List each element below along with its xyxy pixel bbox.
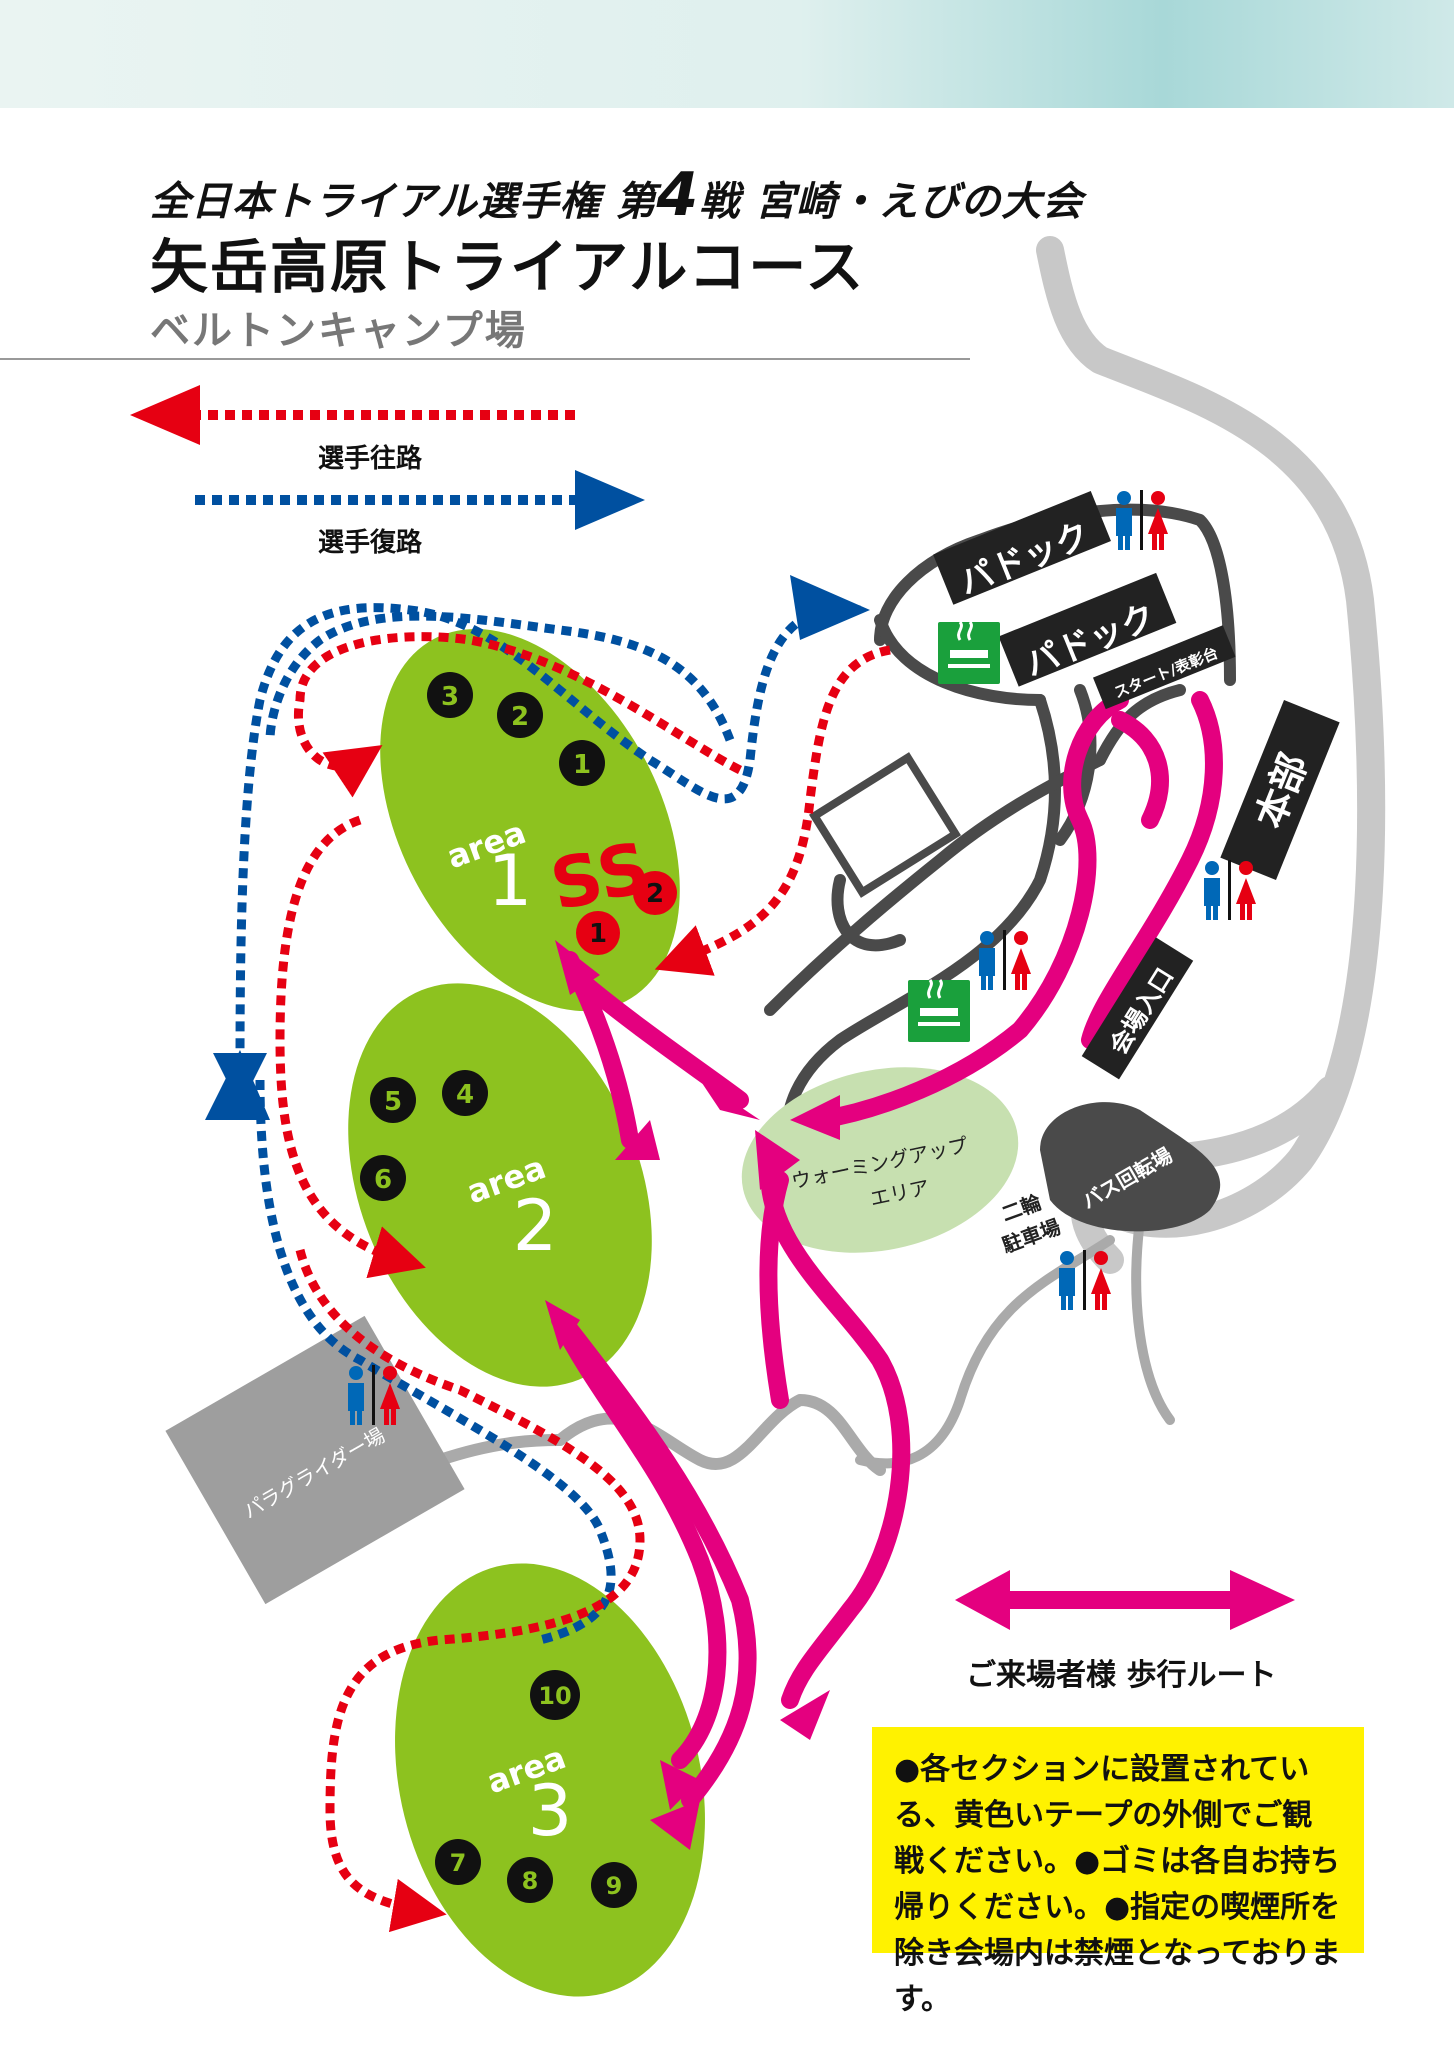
area-2-zone xyxy=(348,983,652,1387)
legend-outbound-label: 選手往路 xyxy=(318,444,423,474)
event-title-part1: 全日本トライアル選手権 第 xyxy=(150,179,657,225)
paddock-label-upper xyxy=(933,490,1111,605)
special-stage-label: SS xyxy=(544,826,657,927)
hq-label xyxy=(1220,699,1340,881)
notice-text: ●各セクションに設置されている、黄色いテープの外側でご観戦ください。●ゴミは各自… xyxy=(894,1752,1341,2017)
area-2-number: 2 xyxy=(513,1185,558,1267)
restroom-icon xyxy=(979,930,1031,990)
section-marker: 1 xyxy=(573,750,591,780)
event-title: 全日本トライアル選手権 第4戦 宮崎・えびの大会 xyxy=(150,160,1083,230)
restroom-icon xyxy=(1116,490,1168,550)
event-round-number: 4 xyxy=(656,160,700,230)
section-marker: 8 xyxy=(522,1867,539,1895)
course-name: 矢岳高原トライアルコース xyxy=(150,233,866,301)
section-marker: 6 xyxy=(374,1165,392,1195)
section-marker: 10 xyxy=(538,1682,571,1710)
section-marker: 3 xyxy=(441,682,459,712)
smoking-area-icon xyxy=(938,621,1000,684)
restroom-icon xyxy=(1059,1250,1111,1310)
section-marker: 7 xyxy=(450,1849,467,1877)
header-band xyxy=(0,0,1454,108)
walk-arrow-heads xyxy=(545,940,840,1850)
restroom-icon xyxy=(1204,860,1256,920)
return-arrow-head-2 xyxy=(205,1050,270,1120)
legend-return-label: 選手復路 xyxy=(318,528,423,558)
header-divider xyxy=(0,358,970,360)
bus-turnaround-area xyxy=(1040,1102,1221,1232)
area-3-number: 3 xyxy=(528,1770,573,1852)
start-podium-label xyxy=(1092,625,1236,710)
notice-box: ●各セクションに設置されている、黄色いテープの外側でご観戦ください。●ゴミは各自… xyxy=(872,1727,1364,2017)
area-2-sections: 5 4 6 area 2 xyxy=(360,1070,557,1267)
paddock-label-lower xyxy=(998,572,1177,687)
rider-routes xyxy=(213,603,891,1933)
area-1-zone xyxy=(380,628,680,1012)
section-marker: 2 xyxy=(511,702,529,732)
legend-outbound xyxy=(130,385,575,445)
section-marker: 9 xyxy=(606,1872,623,1900)
building xyxy=(808,752,962,898)
section-marker: 5 xyxy=(384,1087,402,1117)
restroom-icon xyxy=(348,1365,400,1425)
inner-roads xyxy=(764,503,1236,1156)
special-section-marker: 1 xyxy=(589,919,607,949)
smoking-area-icon xyxy=(908,979,970,1042)
legend-return xyxy=(195,470,645,530)
legend-walk-label: ご来場者様 歩行ルート xyxy=(966,1658,1277,1693)
event-title-part2: 戦 宮崎・えびの大会 xyxy=(699,179,1084,225)
return-arrow-head xyxy=(790,575,870,640)
section-marker: 4 xyxy=(456,1080,474,1110)
area-1-number: 1 xyxy=(488,840,533,922)
area-1-sections: 3 2 1 area 1 SS 1 2 xyxy=(427,672,677,955)
entrance-label xyxy=(1081,937,1194,1080)
venue-name: ベルトンキャンプ場 xyxy=(150,308,527,354)
legend-walk xyxy=(955,1570,1295,1630)
special-section-marker: 2 xyxy=(646,879,664,909)
